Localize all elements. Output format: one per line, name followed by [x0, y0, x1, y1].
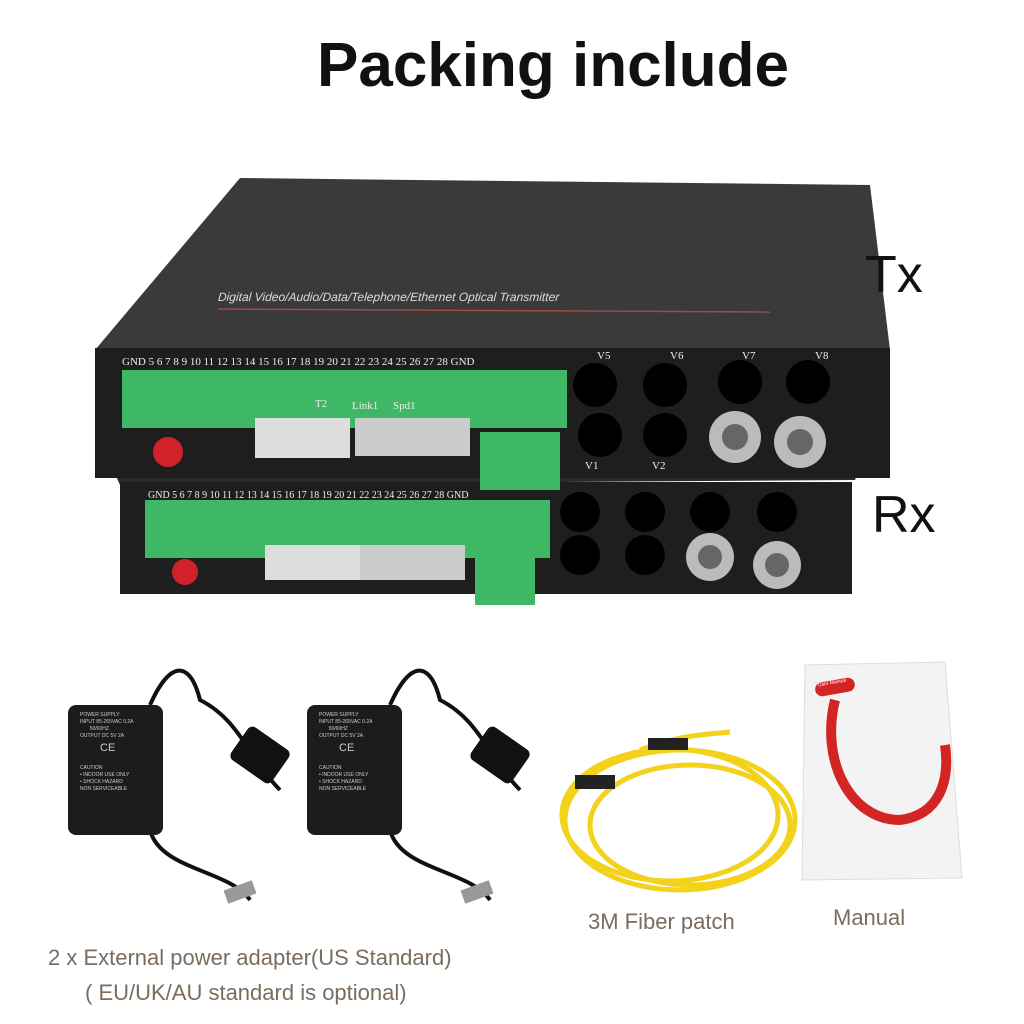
v7-label: V7 [742, 350, 756, 362]
fiber-patch-cord [559, 729, 798, 893]
v8-label: V8 [815, 350, 829, 362]
tx-label: Tx [865, 246, 923, 304]
spd-label: Spd1 [393, 400, 416, 412]
v1-label: V1 [585, 460, 599, 472]
adapter-2-text: POWER SUPPLY INPUT 85-265VAC 0.2A 50/60H… [319, 712, 373, 739]
adapter-caption-note: ( EU/UK/AU standard is optional) [85, 980, 407, 1005]
adapter-1-text: POWER SUPPLY INPUT 85-265VAC 0.2A 50/60H… [80, 712, 134, 739]
t2-label: T2 [315, 398, 328, 410]
rx-port-numbers: GND 5 6 7 8 9 10 11 12 13 14 15 16 17 18… [148, 490, 469, 501]
v5-label: V5 [597, 350, 611, 362]
adapter-1-ce: CE [100, 742, 116, 754]
link-label: Link1 [352, 400, 379, 412]
v6-label: V6 [670, 350, 684, 362]
power-adapter-1 [68, 668, 290, 904]
tx-port-numbers: GND 5 6 7 8 9 10 11 12 13 14 15 16 17 18… [122, 356, 475, 368]
manual-booklet [801, 661, 963, 881]
adapter-1-caution: CAUTION • INDOOR USE ONLY • SHOCK HAZARD… [80, 765, 130, 792]
adapter-2-ce: CE [339, 742, 355, 754]
adapter-2-caution: CAUTION • INDOOR USE ONLY • SHOCK HAZARD… [319, 765, 369, 792]
page-title: Packing include [316, 31, 790, 100]
rx-label: Rx [872, 486, 936, 544]
manual-caption: Manual [833, 905, 906, 930]
device-label: Digital Video/Audio/Data/Telephone/Ether… [217, 290, 560, 304]
adapter-caption: 2 x External power adapter(US Standard) [48, 945, 452, 970]
fiber-caption: 3M Fiber patch [588, 909, 735, 934]
power-adapter-2 [307, 668, 530, 904]
tx-unit [95, 178, 890, 490]
v2-label: V2 [652, 460, 666, 472]
